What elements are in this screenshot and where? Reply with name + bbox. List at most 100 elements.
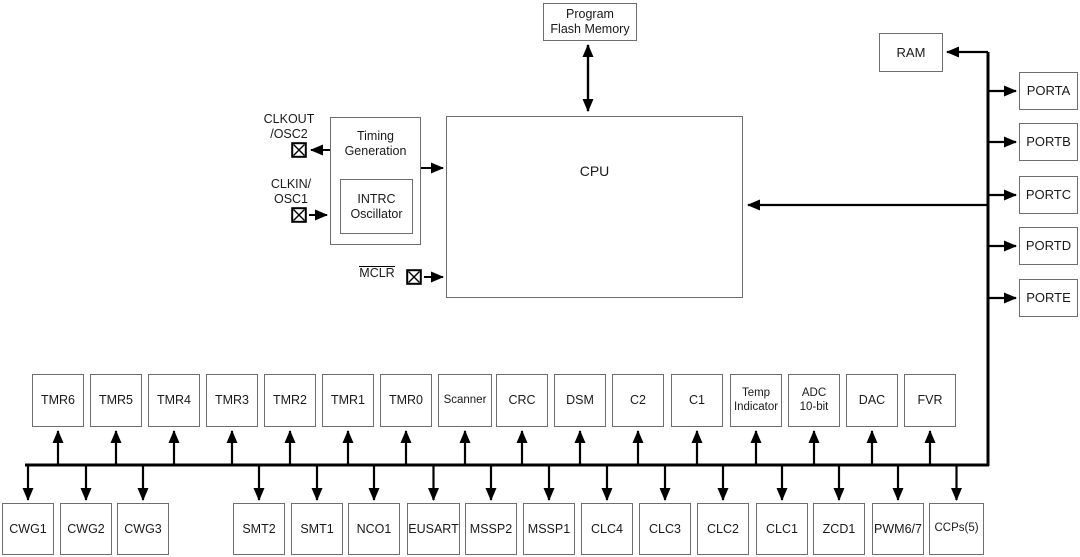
block-label: PORTC [1025, 187, 1072, 203]
block-zcd1: ZCD1 [813, 503, 865, 555]
block-portb: PORTB [1019, 123, 1078, 161]
block-label: CLC1 [766, 521, 798, 536]
block-label: Oscillator [350, 206, 403, 221]
block-label: TMR4 [156, 393, 192, 408]
block-label: Scanner [443, 393, 487, 406]
block-label: PORTA [1026, 83, 1071, 99]
pin-label-line: OSC1 [273, 192, 309, 207]
block-ram: RAM [879, 33, 943, 72]
block-label: TMR2 [272, 393, 308, 408]
pin-label-line: CLKOUT [263, 112, 315, 126]
block-label: PORTE [1026, 290, 1071, 306]
block-mssp1: MSSP1 [523, 503, 575, 555]
block-label: NCO1 [356, 521, 392, 536]
block-dsm: DSM [554, 374, 606, 427]
block-label: CPU [579, 163, 610, 179]
block-label: C1 [689, 393, 705, 408]
block-label: Timing [356, 129, 395, 143]
label-mclr: MCLR [352, 266, 402, 281]
block-label: MSSP1 [527, 521, 571, 536]
block-tmr6: TMR6 [32, 374, 84, 427]
block-label: ZCD1 [822, 521, 856, 536]
block-cpu: CPU [446, 116, 743, 298]
block-pwm67: PWM6/7 [872, 503, 924, 555]
block-clc1: CLC1 [756, 503, 808, 555]
block-ccps5: CCPs(5) [929, 503, 984, 555]
block-label: CLC2 [707, 521, 739, 536]
block-label: SMT2 [242, 521, 276, 536]
block-porta: PORTA [1019, 72, 1078, 110]
block-scanner: Scanner [438, 374, 492, 427]
block-label: FVR [917, 393, 943, 408]
io-pin-icon [406, 269, 422, 285]
block-label: CWG2 [67, 521, 105, 536]
block-clc2: CLC2 [697, 503, 749, 555]
block-label: C2 [630, 393, 646, 408]
block-label: TMR6 [40, 393, 76, 408]
block-crc: CRC [496, 374, 548, 427]
block-label: RAM [896, 44, 926, 60]
label-clkout-osc2: CLKOUT /OSC2 [258, 112, 320, 143]
block-label: Indicator [733, 400, 779, 413]
block-label: CRC [508, 393, 536, 408]
block-porte: PORTE [1019, 279, 1078, 317]
block-label: TMR5 [98, 393, 134, 408]
block-intrc-oscillator: INTRC Oscillator [340, 179, 413, 234]
block-label: 10-bit [799, 400, 829, 413]
block-label: SMT1 [300, 521, 334, 536]
block-program-flash-memory: Program Flash Memory [543, 3, 637, 41]
block-smt2: SMT2 [233, 503, 285, 555]
block-label: PORTD [1025, 238, 1072, 254]
pin-label-line: CLKIN/ [270, 177, 312, 191]
block-tmr5: TMR5 [90, 374, 142, 427]
block-label: CLC3 [649, 521, 681, 536]
block-label: CWG1 [9, 521, 47, 536]
block-nco1: NCO1 [348, 503, 400, 555]
io-pin-icon [291, 142, 307, 158]
block-label: PWM6/7 [874, 521, 922, 536]
block-portd: PORTD [1019, 227, 1078, 265]
io-pin-icon [291, 207, 307, 223]
block-label: Flash Memory [550, 22, 630, 36]
block-c2: C2 [612, 374, 664, 427]
block-clc3: CLC3 [639, 503, 691, 555]
block-label: CWG3 [124, 521, 162, 536]
block-eusart: EUSART [407, 503, 460, 555]
block-label: TMR3 [214, 393, 250, 408]
block-label: Temp [741, 386, 771, 399]
block-label: Generation [344, 143, 407, 158]
block-label: MSSP2 [469, 521, 513, 536]
block-tmr4: TMR4 [148, 374, 200, 427]
block-portc: PORTC [1019, 176, 1078, 214]
block-tmr2: TMR2 [264, 374, 316, 427]
block-label: CLC4 [591, 521, 623, 536]
block-label: DAC [858, 393, 886, 408]
block-clc4: CLC4 [581, 503, 633, 555]
block-label: TMR0 [388, 393, 424, 408]
block-label: CCPs(5) [934, 522, 979, 535]
block-cwg3: CWG3 [117, 503, 169, 555]
block-label: TMR1 [330, 393, 366, 408]
block-fvr: FVR [904, 374, 956, 427]
block-label: ADC [801, 386, 827, 399]
block-label: Program [566, 7, 614, 22]
block-c1: C1 [671, 374, 723, 427]
pin-label-line: /OSC2 [270, 127, 308, 142]
block-label: DSM [566, 393, 594, 408]
block-cwg1: CWG1 [2, 503, 54, 555]
block-cwg2: CWG2 [60, 503, 112, 555]
block-label: EUSART [408, 521, 459, 536]
block-dac: DAC [846, 374, 898, 427]
block-tmr0: TMR0 [380, 374, 432, 427]
block-label: PORTB [1026, 134, 1071, 150]
block-smt1: SMT1 [291, 503, 343, 555]
block-mssp2: MSSP2 [465, 503, 517, 555]
block-tmr3: TMR3 [206, 374, 258, 427]
block-tmr1: TMR1 [322, 374, 374, 427]
mclr-overline-text: MCLR [359, 266, 395, 280]
label-clkin-osc1: CLKIN/ OSC1 [262, 177, 320, 208]
